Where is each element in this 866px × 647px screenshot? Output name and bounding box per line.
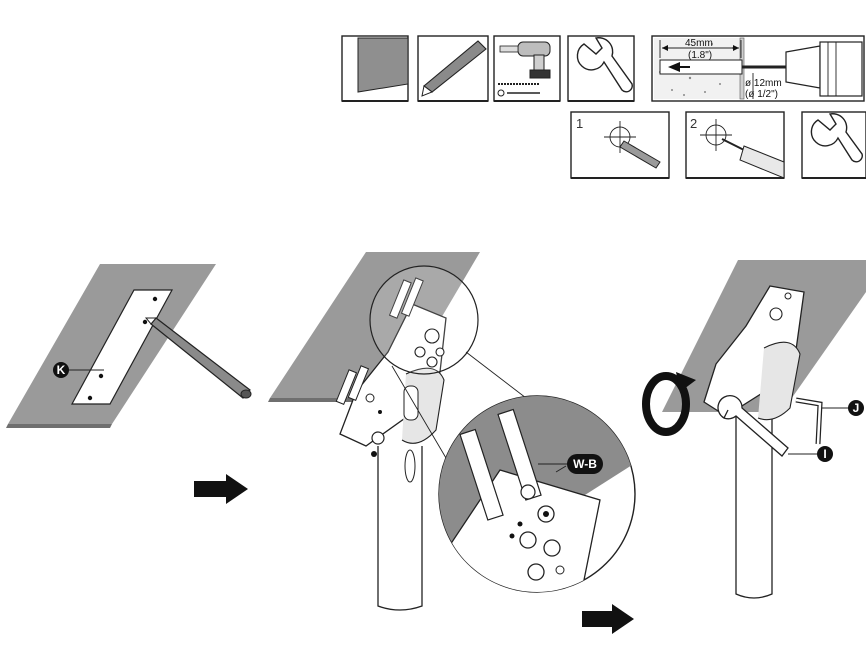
callout-j: J: [822, 400, 864, 416]
wrench-icon: [567, 35, 635, 102]
wall-icon: [341, 35, 409, 102]
drill-depth-inch-label: (1.8"): [688, 50, 712, 61]
pole-3: [735, 412, 773, 599]
rotation-arrow-icon: [642, 372, 696, 436]
callout-k: K: [53, 362, 104, 378]
callout-i-label: I: [823, 447, 826, 461]
drill-depth-label: 45mm: [685, 38, 713, 49]
hex-key: [795, 397, 823, 445]
pencil: [144, 317, 252, 399]
callout-j-label: J: [853, 401, 860, 415]
drill-diameter-label: ø 12mm: [745, 78, 782, 89]
next-step-arrow-2: [582, 604, 634, 634]
step-1-mark-tile: 1: [570, 111, 670, 179]
drill-icon: [493, 35, 561, 102]
panel-attach-bracket: W-B: [268, 252, 636, 611]
zoom-circle-small: [369, 265, 479, 375]
step-1-number: 1: [576, 116, 583, 131]
step-2-number: 2: [690, 116, 697, 131]
drill-diameter-inch-label: (ø 1/2"): [745, 89, 778, 100]
open-wrench: [717, 394, 789, 457]
drill-depth-diagram: 45mm (1.8") ø 12mm (ø 1/2"): [651, 35, 865, 102]
callout-i: I: [788, 446, 833, 462]
panel-mark-wall: K: [6, 264, 252, 428]
callout-k-label: K: [57, 363, 66, 377]
callout-wb-label: W-B: [573, 457, 597, 471]
next-step-arrow-1: [194, 474, 248, 504]
wrench-icon-2: [801, 111, 866, 179]
pencil-icon: [417, 35, 489, 102]
pole: [377, 446, 423, 611]
step-2-drill-tile: 2: [685, 111, 785, 179]
tool-icons: 45mm (1.8") ø 12mm (ø 1/2") 1 2: [341, 35, 866, 179]
panel-tighten: J I: [642, 260, 866, 599]
wall-slab-2: [270, 252, 480, 398]
wall-bracket: [339, 303, 447, 457]
callout-wb: W-B: [538, 454, 603, 474]
anchor-bolts: [335, 277, 424, 405]
